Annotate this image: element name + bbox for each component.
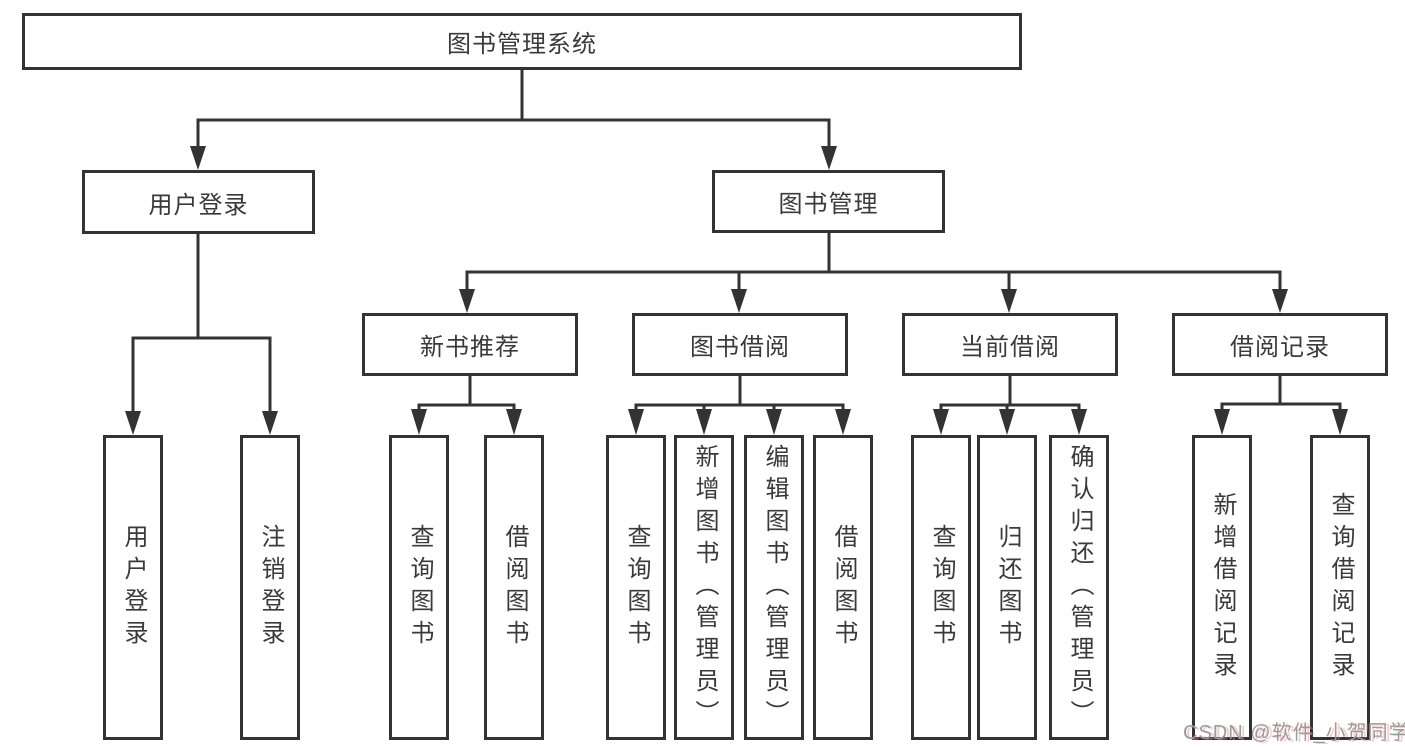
leaf-label: 查询图书 xyxy=(623,523,650,652)
leaf-user-login: 用户登录 xyxy=(103,435,163,740)
leaf-label: 新增图书（管理员） xyxy=(691,443,718,732)
node-label: 借阅记录 xyxy=(1230,334,1330,361)
node-label: 图书管理 xyxy=(778,191,879,218)
leaf-label: 查询借阅记录 xyxy=(1327,491,1354,684)
leaf-label: 查询图书 xyxy=(928,523,955,652)
node-borrowing-records: 借阅记录 xyxy=(1172,313,1388,376)
leaf-add-book-admin: 新增图书（管理员） xyxy=(674,435,734,740)
leaf-label: 编辑图书（管理员） xyxy=(761,443,788,732)
leaf-label: 新增借阅记录 xyxy=(1209,491,1236,684)
leaf-label: 注销登录 xyxy=(257,523,284,652)
node-user-login: 用户登录 xyxy=(82,170,315,234)
leaf-label: 借阅图书 xyxy=(830,523,857,652)
leaf-label: 归还图书 xyxy=(994,523,1021,652)
leaf-logout: 注销登录 xyxy=(240,435,300,740)
leaf-label: 确认归还（管理员） xyxy=(1066,443,1093,732)
leaf-query-borrow-record: 查询借阅记录 xyxy=(1310,435,1370,740)
leaf-edit-book-admin: 编辑图书（管理员） xyxy=(744,435,804,740)
leaf-borrow-books-borrowing: 借阅图书 xyxy=(813,435,873,740)
leaf-confirm-return-admin: 确认归还（管理员） xyxy=(1049,435,1109,740)
leaf-label: 查询图书 xyxy=(406,523,433,652)
leaf-borrow-books-recommend: 借阅图书 xyxy=(484,435,544,740)
leaf-query-books-borrowing: 查询图书 xyxy=(606,435,666,740)
node-book-borrowing: 图书借阅 xyxy=(632,313,848,376)
node-current-borrowing: 当前借阅 xyxy=(902,313,1118,376)
leaf-return-book: 归还图书 xyxy=(977,435,1037,740)
leaf-add-borrow-record: 新增借阅记录 xyxy=(1192,435,1252,740)
node-label: 新书推荐 xyxy=(420,334,520,361)
node-label: 用户登录 xyxy=(148,191,249,219)
leaf-query-books-current: 查询图书 xyxy=(911,435,971,740)
csdn-watermark: CSDN @软件_小贺同学 xyxy=(1183,722,1405,744)
node-label: 图书管理系统 xyxy=(447,31,597,58)
node-root-library-system: 图书管理系统 xyxy=(22,13,1022,70)
node-label: 当前借阅 xyxy=(960,334,1060,361)
node-new-book-recommendation: 新书推荐 xyxy=(362,313,578,376)
leaf-label: 用户登录 xyxy=(120,523,147,652)
node-label: 图书借阅 xyxy=(690,334,790,361)
node-book-management: 图书管理 xyxy=(712,170,945,233)
leaf-label: 借阅图书 xyxy=(501,523,528,652)
leaf-query-books-recommend: 查询图书 xyxy=(389,435,449,740)
